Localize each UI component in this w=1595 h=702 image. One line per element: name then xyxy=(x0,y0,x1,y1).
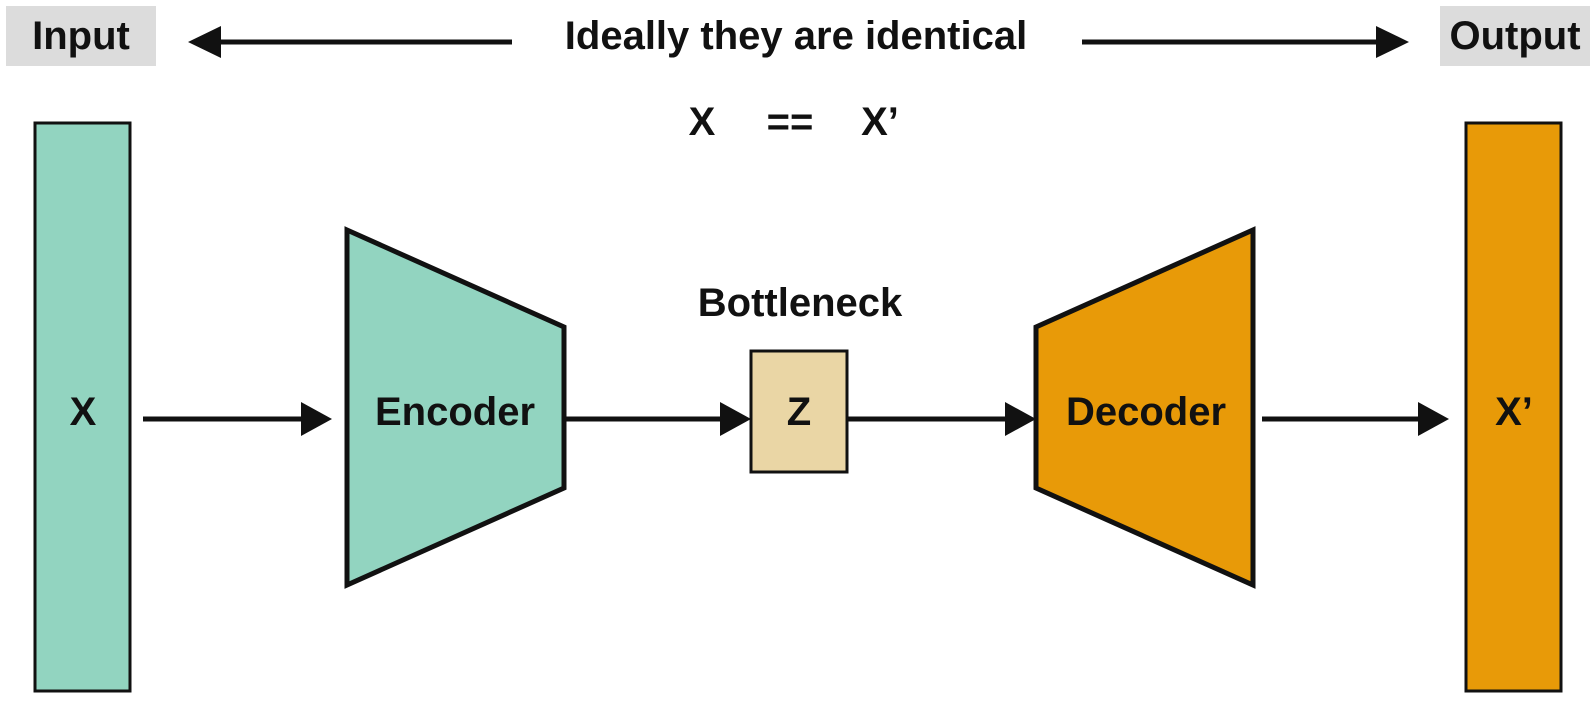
caption-left-arrow xyxy=(188,26,512,58)
decoder-block xyxy=(1033,226,1256,589)
output-block-label: X’ xyxy=(1495,390,1533,434)
decoder-label: Decoder xyxy=(1066,390,1226,434)
caption-right-arrow xyxy=(1082,26,1409,58)
equation-operator: == xyxy=(767,100,814,144)
output-header-label: Output xyxy=(1449,14,1580,58)
arrow-decoder-to-output xyxy=(1262,402,1449,436)
encoder-block xyxy=(344,226,567,589)
arrow-input-to-encoder xyxy=(143,402,332,436)
encoder-label: Encoder xyxy=(375,390,535,434)
equation-left: X xyxy=(689,100,716,144)
output-block xyxy=(1464,121,1563,693)
input-header-label: Input xyxy=(32,14,130,58)
input-block xyxy=(33,121,132,693)
bottleneck-title: Bottleneck xyxy=(698,281,903,325)
bottleneck-block xyxy=(749,349,849,474)
arrow-bottleneck-to-decoder xyxy=(848,402,1036,436)
input-header-box xyxy=(6,6,156,66)
output-header-box xyxy=(1440,6,1590,66)
bottleneck-label: Z xyxy=(787,390,811,434)
identity-caption: Ideally they are identical xyxy=(565,14,1027,58)
arrow-encoder-to-bottleneck xyxy=(566,402,751,436)
equation-right: X’ xyxy=(861,100,899,144)
input-block-label: X xyxy=(70,390,97,434)
